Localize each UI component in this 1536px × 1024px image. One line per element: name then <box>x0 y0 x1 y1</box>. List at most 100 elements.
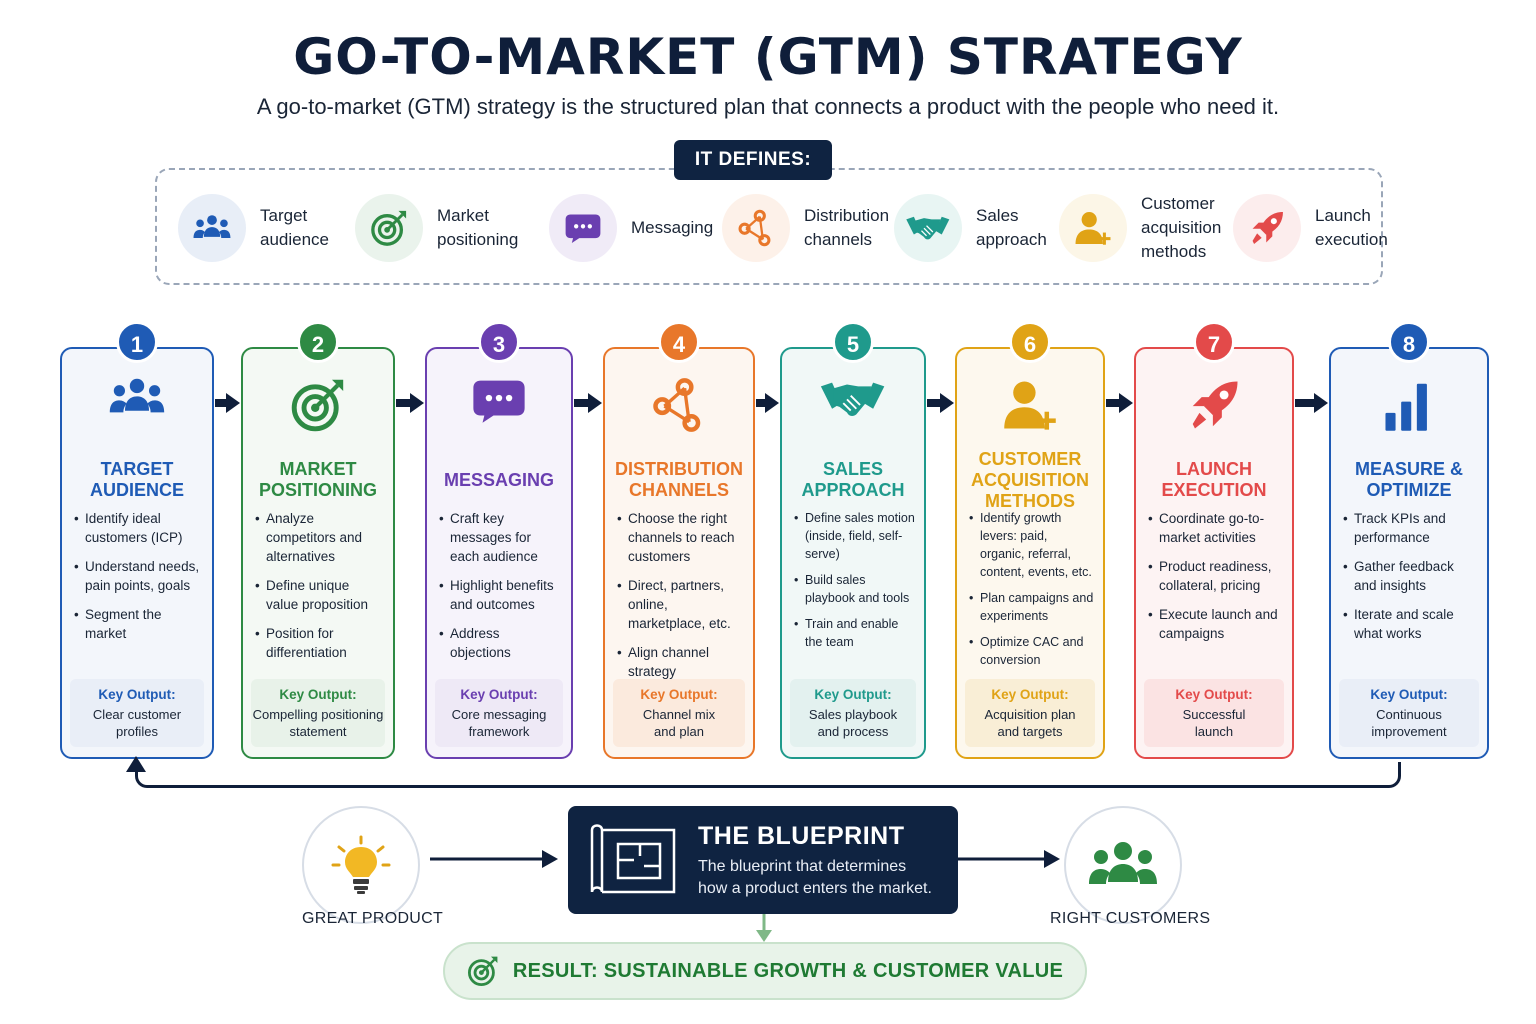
right-customers-label: RIGHT CUSTOMERS <box>1050 910 1211 927</box>
key-output-label: Key Output: <box>1175 687 1253 702</box>
great-product-label: GREAT PRODUCT <box>302 910 444 927</box>
blueprint-panel: THE BLUEPRINT The blueprint that determi… <box>568 806 958 914</box>
step-bullet: Build sales playbook and tools <box>794 571 916 607</box>
step-bullets: Craft key messages for each audienceHigh… <box>439 509 563 672</box>
people-icon <box>62 377 212 435</box>
step-bullets: Identify ideal customers (ICP) Understand… <box>74 509 204 653</box>
rocket-icon <box>1233 194 1301 262</box>
defines-item: Target audience <box>178 192 329 264</box>
flow-arrow <box>574 393 602 413</box>
key-output: Key Output:Core messaging framework <box>435 679 563 747</box>
step-card: MEASURE & OPTIMIZE Track KPIs and perform… <box>1329 347 1489 759</box>
blueprint-icon <box>590 824 676 894</box>
step-bullet: Position for differentiation <box>255 624 385 662</box>
step-bullet: Understand needs, pain points, goals <box>74 557 204 595</box>
step-title: DISTRIBUTION CHANNELS <box>615 459 743 500</box>
key-output-text: Sales playbook and process <box>808 707 898 739</box>
key-output-text: Clear customer profiles <box>92 707 182 739</box>
key-output: Key Output: Clear customer profiles <box>70 679 204 747</box>
people-icon <box>1089 842 1157 884</box>
key-output-text: Compelling positioning statement <box>252 707 384 739</box>
key-output: Key Output: Sales playbook and process <box>790 679 916 747</box>
step-bullet: Align channel strategy <box>617 643 745 681</box>
key-output-label: Key Output: <box>814 687 892 702</box>
step-bullet: Train and enable the team <box>794 615 916 651</box>
step-bullet: Iterate and scale what works <box>1343 605 1479 643</box>
key-output-text: Continuous improvement <box>1371 707 1447 739</box>
step-card: TARGET AUDIENCEIdentify ideal customers … <box>60 347 214 759</box>
step-number-badge: 8 <box>1388 321 1430 363</box>
defines-item-label: Target audience <box>260 206 330 249</box>
step-title: LAUNCH EXECUTION <box>1161 459 1267 500</box>
target-icon <box>355 194 423 262</box>
key-output-text: Acquisition plan and targets <box>984 707 1076 739</box>
defines-item: Launch execution <box>1233 192 1388 264</box>
step-bullets: Identify growth levers: paid, organic, r… <box>969 509 1095 677</box>
key-output-text: Successful launch <box>1182 707 1246 739</box>
key-output: Key Output:Acquisition plan and targets <box>965 679 1095 747</box>
right-customers-circle <box>1064 806 1182 924</box>
people-icon <box>178 194 246 262</box>
key-output-label: Key Output: <box>460 687 538 702</box>
great-product-circle <box>302 806 420 924</box>
key-output-label: Key Output: <box>279 687 357 702</box>
step-number-badge: 7 <box>1193 321 1235 363</box>
feedback-loop-arrowhead <box>126 756 146 772</box>
step-card: CUSTOMER ACQUISITION METHODSIdentify gro… <box>955 347 1105 759</box>
step-card: MARKET POSITIONINGAnalyze competitors an… <box>241 347 395 759</box>
step-bullet: Track KPIs and performance <box>1343 509 1479 547</box>
add-user-icon <box>1059 194 1127 262</box>
chat-bubble-icon <box>427 377 571 435</box>
step-card: SALES APPROACHDefine sales motion (insid… <box>780 347 926 759</box>
step-bullets: Track KPIs and performanceGather feedbac… <box>1343 509 1479 653</box>
defines-item: Customer acquisition methods <box>1059 192 1221 264</box>
defines-item: Market positioning <box>355 192 518 264</box>
step-bullet: Choose the right channels to reach custo… <box>617 509 745 566</box>
flow-arrow <box>215 393 240 413</box>
blueprint-text: The blueprint that determines how a prod… <box>698 858 932 897</box>
step-bullet: Coordinate go-to-market activities <box>1148 509 1284 547</box>
step-bullet: Direct, partners, online, marketplace, e… <box>617 576 745 633</box>
step-number-badge: 3 <box>478 321 520 363</box>
step-bullet: Define unique value proposition <box>255 576 385 614</box>
key-output-label: Key Output: <box>98 687 176 702</box>
feedback-loop-line <box>135 762 1401 788</box>
key-output: Key Output:Channel mix and plan <box>613 679 745 747</box>
step-bullet: Define sales motion (inside, field, self… <box>794 509 916 563</box>
step-bullet: Product readiness, collateral, pricing <box>1148 557 1284 595</box>
step-bullets: Coordinate go-to-market activitiesProduc… <box>1148 509 1284 653</box>
key-output: Key Output: Compelling positioning statem… <box>251 679 385 747</box>
key-output-text: Channel mix and plan <box>642 707 716 739</box>
result-banner: RESULT: SUSTAINABLE GROWTH & CUSTOMER VA… <box>443 942 1087 1000</box>
arrow-to-customers <box>958 850 1060 868</box>
handshake-icon <box>782 377 924 435</box>
key-output: Key Output: Successful launch <box>1144 679 1284 747</box>
arrow-to-blueprint <box>430 850 558 868</box>
defines-item-label: Sales approach <box>976 206 1047 249</box>
flow-arrow <box>756 393 779 413</box>
step-card: LAUNCH EXECUTION Coordinate go-to-market … <box>1134 347 1294 759</box>
handshake-icon <box>894 194 962 262</box>
page-subtitle: A go-to-market (GTM) strategy is the str… <box>256 94 1280 119</box>
step-bullet: Optimize CAC and conversion <box>969 633 1095 669</box>
bar-chart-icon <box>1331 377 1487 435</box>
step-number-badge: 4 <box>658 321 700 363</box>
key-output-label: Key Output: <box>1370 687 1448 702</box>
step-bullet: Identify growth levers: paid, organic, r… <box>969 509 1095 581</box>
step-bullet: Highlight benefits and outcomes <box>439 576 563 614</box>
key-output: Key Output: Continuous improvement <box>1339 679 1479 747</box>
defines-item-label: Market positioning <box>437 206 519 249</box>
step-bullet: Segment the market <box>74 605 204 643</box>
step-number-badge: 1 <box>116 321 158 363</box>
step-bullet: Gather feedback and insights <box>1343 557 1479 595</box>
step-number-badge: 6 <box>1009 321 1051 363</box>
target-icon <box>467 956 498 986</box>
step-title: MEASURE & OPTIMIZE <box>1354 459 1463 500</box>
step-bullet: Identify ideal customers (ICP) <box>74 509 204 547</box>
defines-label: IT DEFINES: <box>674 140 832 180</box>
defines-item-label: Launch execution <box>1315 206 1388 249</box>
rocket-icon <box>1136 377 1292 435</box>
defines-item: Distribution channels <box>722 192 889 264</box>
step-title: MESSAGING <box>443 469 554 490</box>
step-title: CUSTOMER ACQUISITION METHODS <box>970 448 1089 511</box>
